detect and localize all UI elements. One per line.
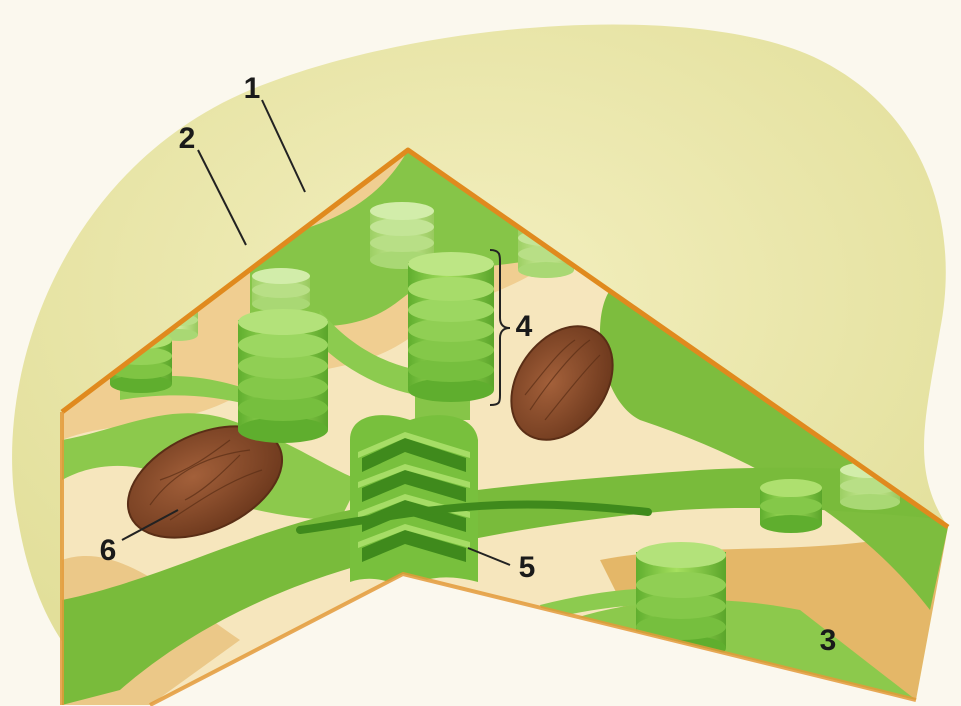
granum-far [252, 268, 310, 312]
label-4: 4 [516, 310, 533, 343]
label-5: 5 [519, 551, 536, 584]
label-6: 6 [100, 534, 117, 567]
label-2: 2 [179, 122, 196, 155]
granum [238, 309, 328, 443]
label-3: 3 [820, 624, 837, 657]
granum [408, 252, 494, 402]
granum [760, 479, 822, 533]
granum-cross-section [350, 415, 478, 590]
label-1: 1 [244, 72, 261, 105]
